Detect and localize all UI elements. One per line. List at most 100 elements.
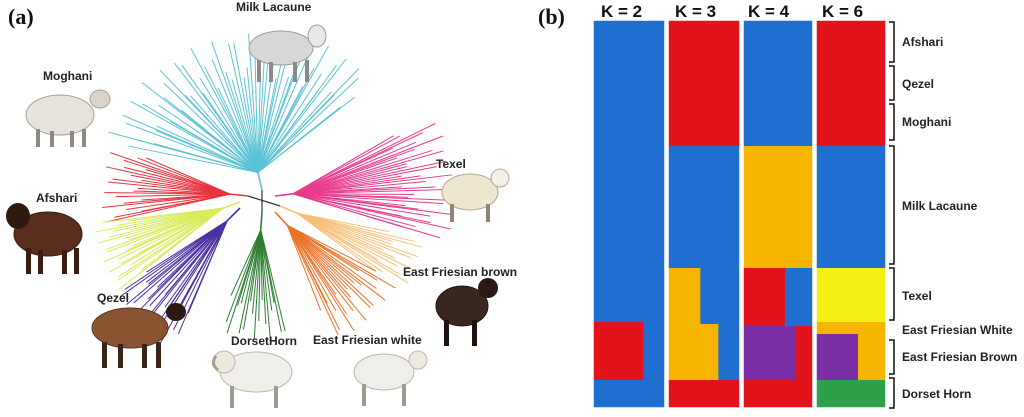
tree-branch — [292, 160, 446, 195]
tree-branch — [257, 91, 332, 173]
tree-branch — [286, 224, 355, 331]
bracket-moghani — [889, 103, 895, 141]
phylogenetic-tree — [95, 32, 453, 343]
admixture-segment — [743, 326, 796, 380]
tree-branch — [296, 212, 415, 242]
tree-branch — [296, 212, 383, 273]
clade-afshari — [95, 201, 241, 290]
tree-branch — [157, 220, 228, 288]
admixture-segment — [668, 146, 740, 268]
tree-branch — [133, 220, 228, 304]
tree-branch — [296, 212, 397, 267]
tree-branch — [257, 77, 359, 173]
group-label-east-friesian-white: East Friesian White — [902, 323, 1013, 337]
tree-branch — [141, 207, 224, 271]
sheep-east-friesian-brown-image — [435, 278, 498, 346]
label-east-friesian-brown: East Friesian brown — [403, 265, 517, 279]
tree-branch — [292, 193, 447, 201]
tree-branch — [292, 149, 433, 195]
tree-branch — [141, 193, 231, 212]
admixture-segment — [668, 380, 740, 408]
tree-branch — [292, 188, 452, 195]
tree-branch — [204, 66, 259, 173]
tree-branch — [292, 166, 437, 195]
tree-branch — [126, 122, 259, 173]
tree-branch — [233, 42, 259, 173]
tree-branch — [296, 212, 409, 284]
tree-branch — [132, 207, 224, 247]
tree-branch — [296, 212, 412, 259]
tree-branch — [141, 193, 231, 201]
tree-branch — [257, 44, 286, 173]
bracket-afshari — [889, 21, 895, 63]
bracket-east-friesian-brown — [889, 339, 895, 375]
tree-branch — [155, 129, 259, 173]
k-label-4: K = 4 — [748, 2, 790, 21]
tree-branch — [286, 224, 377, 289]
clade-east-friesian-white — [274, 211, 396, 336]
panel-b-tag: (b) — [538, 4, 565, 29]
tree-branch — [257, 76, 290, 173]
admixture-plot — [592, 19, 887, 409]
tree-branch — [292, 157, 398, 195]
admixture-segment — [743, 146, 813, 268]
tree-branch — [177, 220, 228, 310]
admixture-segment — [743, 20, 813, 146]
tree-branch — [286, 224, 355, 284]
tree-branch — [228, 43, 259, 173]
tree-branch — [211, 59, 259, 173]
tree-branch — [286, 224, 367, 321]
tree-branch — [257, 64, 274, 173]
clade-east-friesian-brown — [279, 205, 423, 284]
clade-stem — [222, 201, 241, 209]
tree-branch — [253, 229, 262, 340]
tree-branch — [119, 220, 228, 298]
label-qezel: Qezel — [97, 291, 129, 305]
k-label-6: K = 6 — [822, 2, 863, 21]
tree-branch — [112, 178, 231, 195]
tree-branch — [153, 143, 259, 173]
tree-branch — [257, 40, 308, 173]
tree-branch — [292, 147, 393, 195]
tree-branch — [286, 224, 362, 286]
column-border — [815, 19, 887, 409]
clade-stem — [279, 205, 297, 214]
tree-branch — [130, 207, 224, 266]
tree-branch — [105, 166, 231, 195]
tree-branch — [190, 95, 259, 173]
tree-branch — [137, 157, 231, 195]
tree-branch — [257, 45, 330, 173]
tree-branch — [292, 193, 431, 217]
label-east-friesian-white: East Friesian white — [313, 333, 422, 347]
tree-branch — [110, 152, 231, 195]
admixture-segment — [668, 268, 701, 324]
admixture-segment — [816, 20, 886, 146]
tree-branch — [170, 220, 228, 306]
group-label-east-friesian-brown: East Friesian Brown — [902, 350, 1017, 364]
column-border — [592, 19, 666, 409]
tree-branch — [292, 180, 426, 195]
bracket-dorset-horn — [889, 377, 895, 409]
group-brackets — [889, 21, 895, 409]
clade-stem — [230, 193, 249, 197]
clade-stem — [274, 193, 293, 197]
tree-branch — [292, 174, 453, 195]
tree-branch — [287, 224, 377, 272]
sheep-dorsethorn-image — [211, 350, 293, 408]
tree-branch — [254, 51, 259, 173]
tree-branch — [107, 181, 231, 195]
tree-branch — [124, 166, 231, 195]
admixture-segment — [858, 334, 886, 380]
admixture-segment — [668, 20, 740, 146]
tree-branch — [187, 220, 228, 314]
clade-moghani — [102, 152, 249, 223]
admixture-segment — [743, 380, 813, 408]
admixture-segment — [795, 326, 813, 380]
label-milk-lacaune: Milk Lacaune — [236, 0, 312, 14]
label-dorsethorn: DorsetHorn — [231, 334, 297, 348]
tree-branch — [137, 207, 224, 254]
tree-branch — [199, 77, 259, 173]
admixture-segment — [785, 268, 813, 326]
tree-branch — [238, 229, 262, 334]
